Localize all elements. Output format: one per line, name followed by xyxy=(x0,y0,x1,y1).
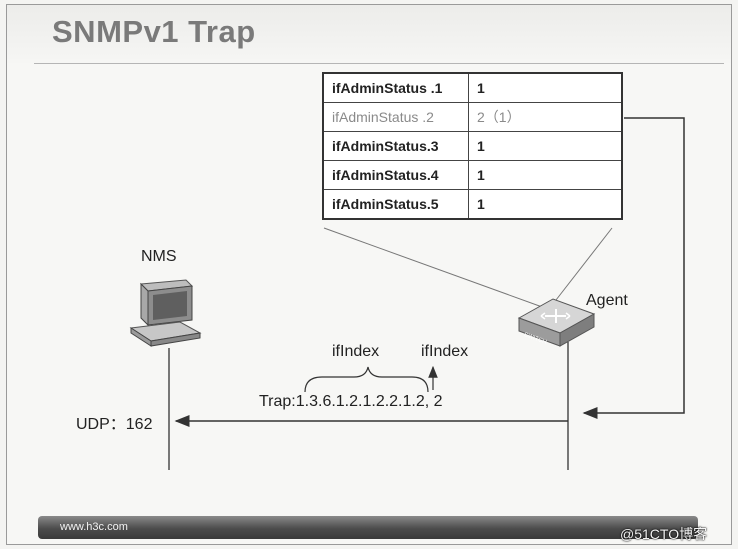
value-cell: 1 xyxy=(468,131,623,161)
value-cell: 1 xyxy=(468,160,623,190)
table-row: ifAdminStatus.3 1 xyxy=(322,131,623,161)
callout-line-right xyxy=(555,227,613,301)
table-row: ifAdminStatus .2 2（1） xyxy=(322,102,623,132)
switch-icon: SWITCH xyxy=(517,298,596,347)
value-cell: 1 xyxy=(468,189,623,220)
oid-ifindex-label: ifIndex xyxy=(332,343,380,360)
watermark-text: @51CTO博客 xyxy=(620,526,708,542)
title-divider xyxy=(34,63,724,64)
footer-url: www.h3c.com xyxy=(60,521,128,533)
oid-brace xyxy=(304,366,429,393)
nms-label: NMS xyxy=(141,248,177,265)
oid-cell: ifAdminStatus.4 xyxy=(322,160,469,190)
computer-icon xyxy=(129,279,202,347)
oid-cell: ifAdminStatus.3 xyxy=(322,131,469,161)
mib-status-table: ifAdminStatus .1 1 ifAdminStatus .2 2（1）… xyxy=(322,72,623,220)
title-band xyxy=(7,5,731,63)
trap-message: Trap:1.3.6.1.2.1.2.2.1.2, 2 xyxy=(259,393,443,410)
table-row: ifAdminStatus.4 1 xyxy=(322,160,623,190)
state-change-path xyxy=(582,117,685,419)
oid-cell: ifAdminStatus.5 xyxy=(322,189,469,220)
udp-port-label: UDP：162 xyxy=(76,416,153,433)
value-ifindex-label: ifIndex xyxy=(421,343,469,360)
agent-label: Agent xyxy=(586,292,628,309)
table-row: ifAdminStatus.5 1 xyxy=(322,189,623,220)
slide-title: SNMPv1 Trap xyxy=(52,14,256,49)
footer-bar xyxy=(38,516,698,539)
oid-cell: ifAdminStatus .1 xyxy=(322,72,469,103)
callout-line-left xyxy=(323,227,546,309)
